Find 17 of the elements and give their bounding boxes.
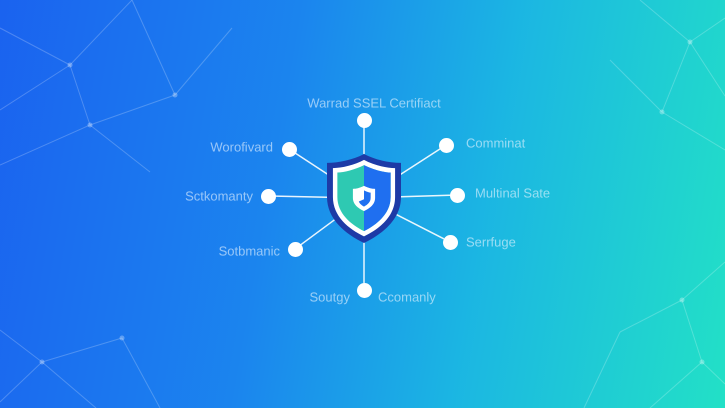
node-label: Sotbmanic <box>218 244 280 258</box>
connector-line <box>274 195 328 198</box>
connector-line <box>400 148 440 175</box>
node-label: Warrad SSEL Certifiact <box>307 96 441 110</box>
node-label: Worofivard <box>210 140 273 154</box>
node-label: Serrfuge <box>466 234 516 250</box>
node-label: Multinal Sate <box>475 186 550 200</box>
connector-line <box>294 152 328 175</box>
node-label: Sctkomanty <box>185 188 253 204</box>
node-label: Comminat <box>466 136 526 150</box>
connector-line <box>363 242 365 284</box>
connector-line <box>400 194 450 198</box>
connector-line <box>363 126 365 154</box>
connector-line <box>394 213 444 240</box>
node-label: Soutgy <box>310 290 350 304</box>
shield-icon <box>327 154 401 242</box>
node-label: Ccomanly <box>378 290 436 304</box>
